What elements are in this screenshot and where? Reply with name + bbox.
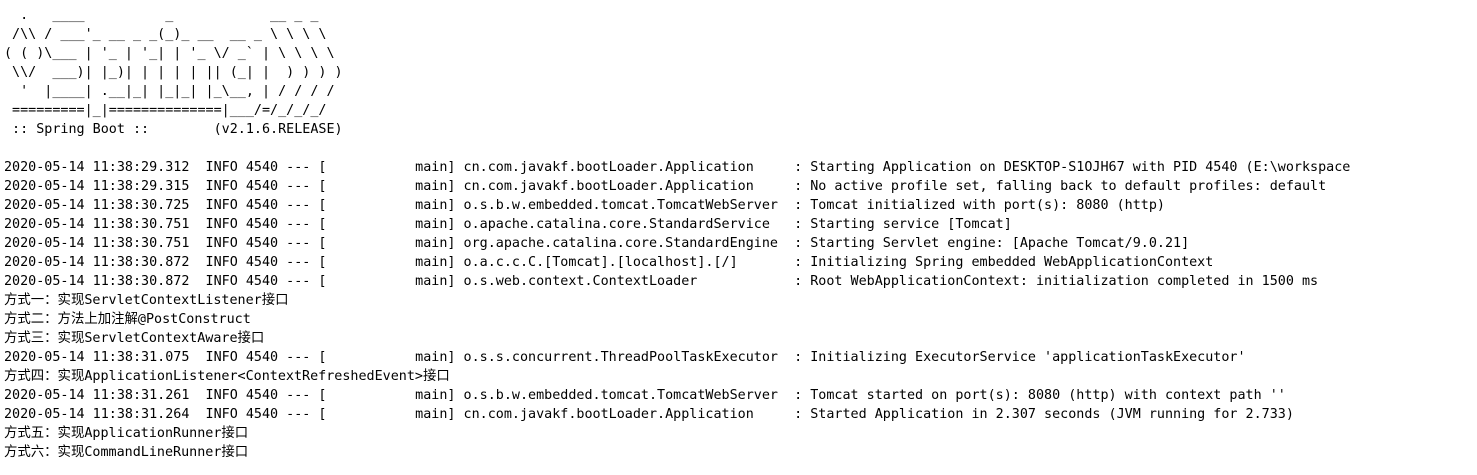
stdout-line: 方式四：实现ApplicationListener<ContextRefresh… <box>4 369 450 384</box>
log-thread: main] <box>326 255 464 270</box>
log-thread: main] <box>326 350 464 365</box>
log-pid: 4540 --- [ <box>245 407 327 422</box>
console-output[interactable]: . ____ _ __ _ _ /\\ / ___'_ __ _ _(_)_ _… <box>4 6 1477 475</box>
banner-art-line: . ____ _ __ _ _ <box>4 8 319 23</box>
log-message: No active profile set, falling back to d… <box>810 179 1327 194</box>
log-logger: cn.com.javakf.bootLoader.Application : <box>463 407 811 422</box>
log-thread: main] <box>326 217 464 232</box>
log-level: INFO <box>205 274 246 289</box>
log-level: INFO <box>205 350 246 365</box>
log-timestamp: 2020-05-14 11:38:29.315 <box>4 179 206 194</box>
log-message: Tomcat started on port(s): 8080 (http) w… <box>810 388 1286 403</box>
log-level: INFO <box>205 407 246 422</box>
log-line: 2020-05-14 11:38:29.315 INFO 4540 --- [ … <box>4 177 1477 196</box>
log-thread: main] <box>326 160 464 175</box>
log-pid: 4540 --- [ <box>245 350 327 365</box>
stdout-line: 方式二：方法上加注解@PostConstruct <box>4 312 251 327</box>
log-thread: main] <box>326 179 464 194</box>
log-pid: 4540 --- [ <box>245 274 327 289</box>
banner-art-line: =========|_|==============|___/=/_/_/_/ <box>4 103 327 118</box>
log-pid: 4540 --- [ <box>245 388 327 403</box>
log-timestamp: 2020-05-14 11:38:31.075 <box>4 350 206 365</box>
log-output: 2020-05-14 11:38:29.312 INFO 4540 --- [ … <box>4 158 1477 462</box>
banner-art-line: ( ( )\___ | '_ | '_| | '_ \/ _` | \ \ \ … <box>4 46 335 61</box>
log-line: 2020-05-14 11:38:31.075 INFO 4540 --- [ … <box>4 348 1477 367</box>
log-logger: o.apache.catalina.core.StandardService : <box>463 217 811 232</box>
log-logger: cn.com.javakf.bootLoader.Application : <box>463 179 811 194</box>
log-timestamp: 2020-05-14 11:38:30.725 <box>4 198 206 213</box>
stdout-line: 方式五：实现ApplicationRunner接口 <box>4 426 249 441</box>
log-level: INFO <box>205 255 246 270</box>
log-message: Root WebApplicationContext: initializati… <box>810 274 1319 289</box>
log-line: 2020-05-14 11:38:31.261 INFO 4540 --- [ … <box>4 386 1477 405</box>
log-timestamp: 2020-05-14 11:38:29.312 <box>4 160 206 175</box>
log-level: INFO <box>205 198 246 213</box>
stdout-line: 方式一：实现ServletContextListener接口 <box>4 293 289 308</box>
log-level: INFO <box>205 236 246 251</box>
banner-art-line: ' |____| .__|_| |_|_| |_\__, | / / / / <box>4 84 335 99</box>
stdout-line: 方式六：实现CommandLineRunner接口 <box>4 445 249 460</box>
log-thread: main] <box>326 198 464 213</box>
log-logger: org.apache.catalina.core.StandardEngine … <box>463 236 811 251</box>
log-timestamp: 2020-05-14 11:38:30.872 <box>4 255 206 270</box>
log-line: 2020-05-14 11:38:30.725 INFO 4540 --- [ … <box>4 196 1477 215</box>
log-pid: 4540 --- [ <box>245 198 327 213</box>
log-line: 2020-05-14 11:38:30.751 INFO 4540 --- [ … <box>4 215 1477 234</box>
log-thread: main] <box>326 388 464 403</box>
banner-art-line: \\/ ___)| |_)| | | | | || (_| | ) ) ) ) <box>4 65 343 80</box>
log-message: Starting service [Tomcat] <box>810 217 1012 232</box>
log-logger: o.s.web.context.ContextLoader : <box>463 274 811 289</box>
log-level: INFO <box>205 160 246 175</box>
banner-art-line: /\\ / ___'_ __ _ _(_)_ __ __ _ \ \ \ \ <box>4 27 327 42</box>
log-pid: 4540 --- [ <box>245 217 327 232</box>
log-thread: main] <box>326 274 464 289</box>
log-line: 2020-05-14 11:38:31.264 INFO 4540 --- [ … <box>4 405 1477 424</box>
stdout-line: 方式三：实现ServletContextAware接口 <box>4 331 265 346</box>
log-level: INFO <box>205 217 246 232</box>
log-timestamp: 2020-05-14 11:38:30.872 <box>4 274 206 289</box>
log-line: 2020-05-14 11:38:30.872 INFO 4540 --- [ … <box>4 272 1477 291</box>
log-pid: 4540 --- [ <box>245 179 327 194</box>
log-message: Started Application in 2.307 seconds (JV… <box>810 407 1294 422</box>
log-message: Starting Servlet engine: [Apache Tomcat/… <box>810 236 1190 251</box>
log-level: INFO <box>205 388 246 403</box>
spring-boot-version-line: :: Spring Boot :: (v2.1.6.RELEASE) <box>4 122 343 137</box>
log-pid: 4540 --- [ <box>245 160 327 175</box>
log-logger: o.a.c.c.C.[Tomcat].[localhost].[/] : <box>463 255 811 270</box>
log-pid: 4540 --- [ <box>245 255 327 270</box>
log-line: 2020-05-14 11:38:29.312 INFO 4540 --- [ … <box>4 158 1477 177</box>
log-timestamp: 2020-05-14 11:38:31.261 <box>4 388 206 403</box>
log-timestamp: 2020-05-14 11:38:30.751 <box>4 217 206 232</box>
log-pid: 4540 --- [ <box>245 236 327 251</box>
log-thread: main] <box>326 407 464 422</box>
log-level: INFO <box>205 179 246 194</box>
log-line: 2020-05-14 11:38:30.872 INFO 4540 --- [ … <box>4 253 1477 272</box>
log-logger: o.s.b.w.embedded.tomcat.TomcatWebServer … <box>463 198 811 213</box>
log-message: Starting Application on DESKTOP-S1OJH67 … <box>810 160 1351 175</box>
spring-boot-banner: . ____ _ __ _ _ /\\ / ___'_ __ _ _(_)_ _… <box>4 6 1477 120</box>
log-timestamp: 2020-05-14 11:38:30.751 <box>4 236 206 251</box>
log-timestamp: 2020-05-14 11:38:31.264 <box>4 407 206 422</box>
log-logger: o.s.b.w.embedded.tomcat.TomcatWebServer … <box>463 388 811 403</box>
log-message: Tomcat initialized with port(s): 8080 (h… <box>810 198 1165 213</box>
log-logger: cn.com.javakf.bootLoader.Application : <box>463 160 811 175</box>
blank-line <box>4 139 1477 158</box>
log-logger: o.s.s.concurrent.ThreadPoolTaskExecutor … <box>463 350 811 365</box>
log-thread: main] <box>326 236 464 251</box>
log-line: 2020-05-14 11:38:30.751 INFO 4540 --- [ … <box>4 234 1477 253</box>
log-message: Initializing Spring embedded WebApplicat… <box>810 255 1214 270</box>
log-message: Initializing ExecutorService 'applicatio… <box>810 350 1246 365</box>
